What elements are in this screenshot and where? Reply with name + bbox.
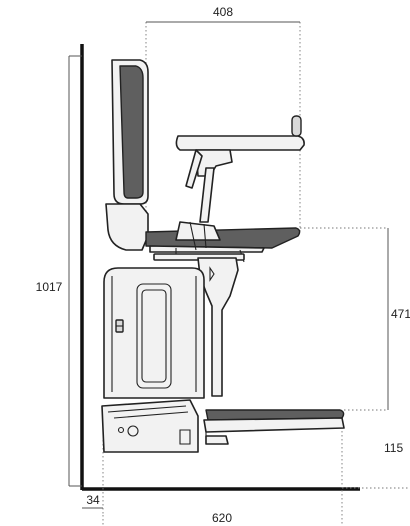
dimension-total-depth: 620: [102, 490, 343, 526]
key-slot-icon[interactable]: [127, 425, 139, 437]
dimension-total-height: 1017: [36, 55, 82, 487]
stairlift: [101, 59, 345, 453]
drive-unit: [103, 267, 205, 399]
dimension-bottom-offset: 34: [82, 440, 104, 515]
dimension-footrest-height: 115: [341, 415, 410, 489]
seat: [145, 221, 301, 263]
backrest: [105, 59, 149, 251]
dimension-seat-height: 471: [300, 227, 410, 411]
dimension-bottom-offset-label: 34: [86, 493, 100, 507]
dimension-top-width-label: 408: [213, 5, 233, 19]
dimension-top-width: 408: [145, 5, 301, 232]
dimension-footrest-height-label: 115: [384, 441, 403, 455]
footrest: [203, 409, 345, 445]
rocker-switch-icon[interactable]: [115, 319, 124, 333]
carriage-base: [101, 399, 199, 453]
armrest: [175, 115, 305, 223]
dimension-seat-height-label: 471: [391, 307, 410, 321]
dimension-total-depth-label: 620: [212, 511, 232, 525]
dimension-total-height-label: 1017: [36, 280, 63, 294]
